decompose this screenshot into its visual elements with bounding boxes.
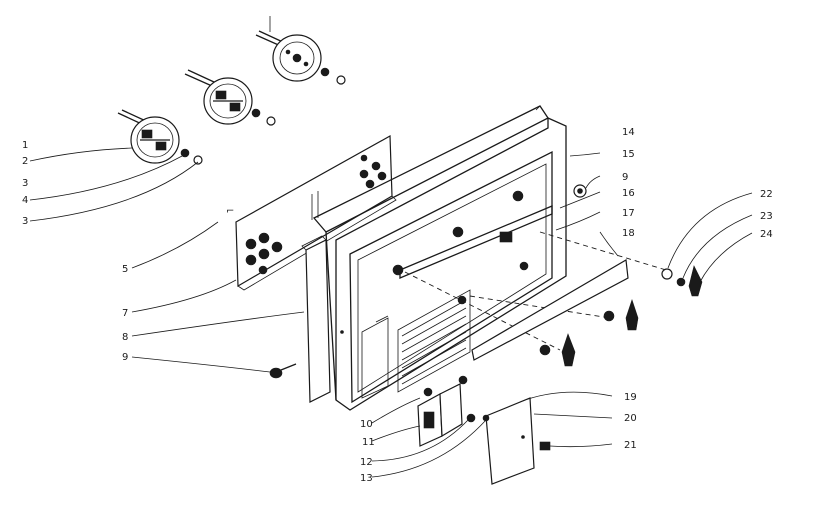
vented-panel: ⌐	[226, 134, 397, 291]
callout-18: 18	[622, 228, 635, 239]
callout-19: 19	[624, 392, 637, 403]
front-trim-bar	[471, 259, 629, 361]
callout-2: 2	[22, 156, 28, 167]
control-knob-disc-assemblies	[117, 16, 346, 165]
control-knobs	[539, 184, 703, 367]
callout-12: 12	[360, 457, 373, 468]
callout-14: 14	[622, 127, 635, 138]
callout-numbers: 1 2 3 4 3 5 7 8 9 10 11 12 13 14 15 9 16…	[22, 127, 773, 484]
callout-leader-lines	[29, 147, 753, 478]
mounting-screw	[269, 363, 297, 379]
callout-9b: 9	[622, 172, 628, 183]
callout-22: 22	[760, 189, 773, 200]
side-trim-strip	[301, 235, 344, 403]
callout-20: 20	[624, 413, 637, 424]
callout-23: 23	[760, 211, 773, 222]
callout-3: 3	[22, 178, 28, 189]
callout-16: 16	[622, 188, 635, 199]
callout-3b: 3	[22, 216, 28, 227]
callout-5: 5	[122, 264, 128, 275]
assembly-centerlines	[404, 231, 667, 351]
callout-13: 13	[360, 473, 373, 484]
callout-10: 10	[360, 419, 373, 430]
callout-4: 4	[22, 195, 28, 206]
callout-1: 1	[22, 140, 28, 151]
callout-8: 8	[122, 332, 128, 343]
cover-plate	[482, 397, 551, 485]
callout-9: 9	[122, 352, 128, 363]
callout-7: 7	[122, 308, 128, 319]
callout-17: 17	[622, 208, 635, 219]
svg-text:⌐: ⌐	[226, 206, 234, 217]
callout-21: 21	[624, 440, 637, 451]
callout-15: 15	[622, 149, 635, 160]
callout-24: 24	[760, 229, 773, 240]
mounting-bracket	[417, 375, 476, 447]
main-housing-frame	[312, 105, 567, 411]
callout-11: 11	[362, 437, 375, 448]
